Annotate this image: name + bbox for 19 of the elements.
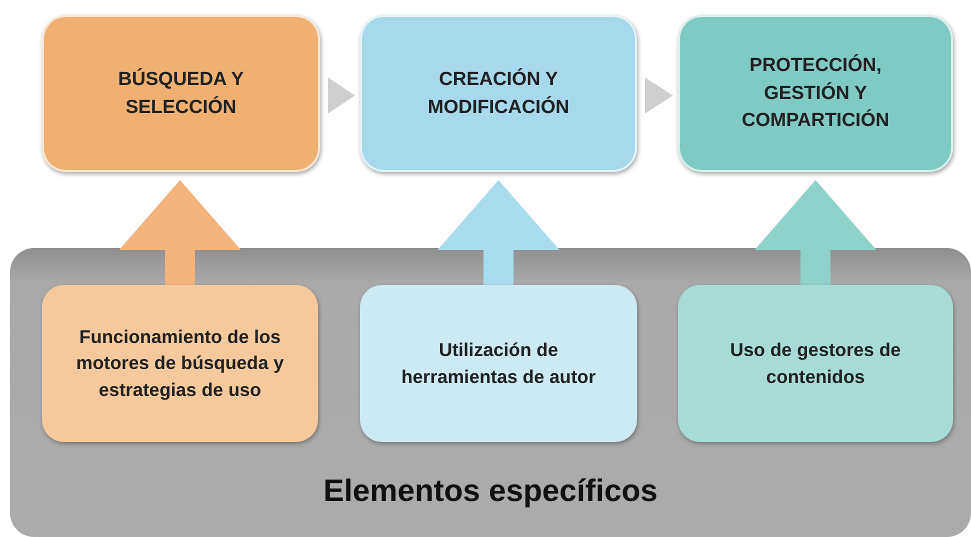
box-text: PROTECCIÓN, GESTIÓN Y COMPARTICIÓN — [740, 53, 890, 134]
element-box — [360, 285, 637, 442]
box-text: Utilización de herramientas de autor — [400, 338, 597, 388]
stage-box — [678, 15, 953, 172]
block-arrow — [438, 180, 560, 285]
box-text: Funcionamiento de los motores de búsqueda y estrategias de uso — [75, 325, 285, 402]
block-arrow — [754, 180, 876, 285]
group-panel — [10, 248, 971, 537]
element-box — [678, 285, 953, 442]
element-box — [42, 285, 318, 442]
chevron-arrow — [645, 78, 673, 114]
panel-title: Elementos específicos — [322, 473, 659, 509]
block-arrow — [119, 180, 241, 285]
stage-box — [360, 15, 637, 172]
chevron-arrow — [328, 78, 355, 114]
stage-box — [42, 15, 320, 172]
box-text: CREACIÓN Y MODIFICACIÓN — [426, 67, 570, 120]
box-text: BÚSQUEDA Y SELECCIÓN — [117, 67, 245, 120]
box-text: Uso de gestores de contenidos — [729, 338, 902, 388]
